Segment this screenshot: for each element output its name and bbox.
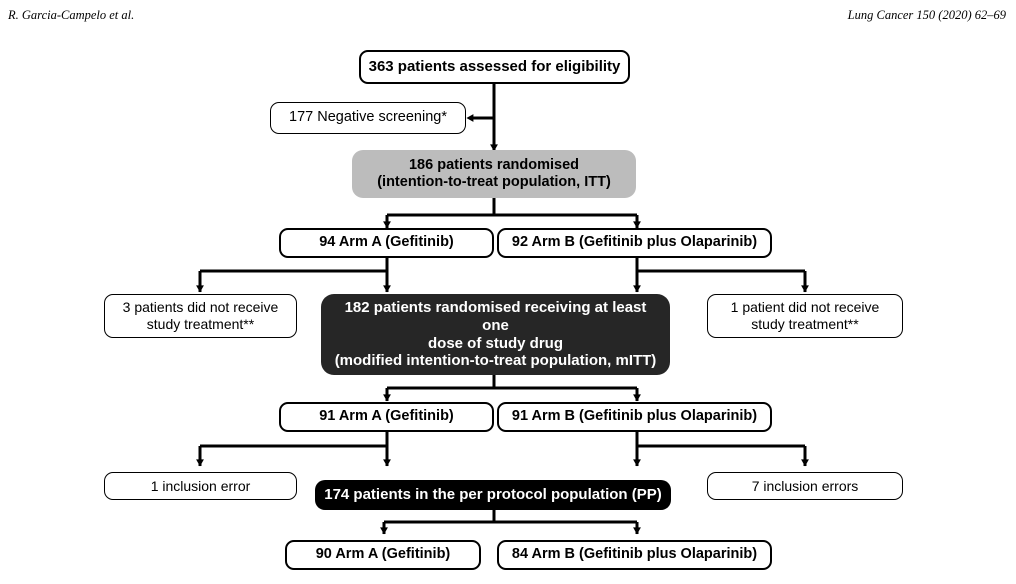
node-excl-right-1[interactable]: 1 patient did not receive study treatmen… xyxy=(707,294,903,338)
node-mitt-arm-b[interactable]: 91 Arm B (Gefitinib plus Olaparinib) xyxy=(497,402,772,432)
running-head-authors: R. Garcia-Campelo et al. xyxy=(8,8,135,22)
node-eligibility[interactable]: 363 patients assessed for eligibility xyxy=(359,50,630,84)
node-mitt-arm-a[interactable]: 91 Arm A (Gefitinib) xyxy=(279,402,494,432)
node-excl-left-2[interactable]: 1 inclusion error xyxy=(104,472,297,500)
node-itt-line2: (intention-to-treat population, ITT) xyxy=(377,174,611,190)
node-itt-line1: 186 patients randomised xyxy=(408,156,580,173)
node-eligibility-label: 363 patients assessed for eligibility xyxy=(368,58,621,76)
node-itt-arm-b[interactable]: 92 Arm B (Gefitinib plus Olaparinib) xyxy=(497,228,772,258)
node-excl-right-2-label: 7 inclusion errors xyxy=(751,477,859,494)
node-pp-arm-a[interactable]: 90 Arm A (Gefitinib) xyxy=(285,540,481,570)
node-mitt-line1: 182 patients randomised receiving at lea… xyxy=(344,299,647,334)
node-excl-left-1-line1: 3 patients did not receive xyxy=(122,299,279,316)
node-mitt-arm-b-label: 91 Arm B (Gefitinib plus Olaparinib) xyxy=(511,408,758,425)
node-excl-left-1[interactable]: 3 patients did not receive study treatme… xyxy=(104,294,297,338)
node-negative-screening[interactable]: 177 Negative screening* xyxy=(270,102,466,134)
node-excl-right-1-line2: study treatment** xyxy=(751,316,859,332)
node-itt-arm-a[interactable]: 94 Arm A (Gefitinib) xyxy=(279,228,494,258)
node-mitt-line3: (modified intention-to-treat population,… xyxy=(334,352,657,370)
node-itt-arm-b-label: 92 Arm B (Gefitinib plus Olaparinib) xyxy=(511,234,758,251)
node-pp-arm-b-label: 84 Arm B (Gefitinib plus Olaparinib) xyxy=(511,546,758,563)
node-mitt-arm-a-label: 91 Arm A (Gefitinib) xyxy=(319,408,454,425)
node-pp-arm-a-label: 90 Arm A (Gefitinib) xyxy=(315,546,451,563)
node-pp-label: 174 patients in the per protocol populat… xyxy=(324,486,662,504)
node-pp[interactable]: 174 patients in the per protocol populat… xyxy=(315,480,671,510)
node-excl-left-2-label: 1 inclusion error xyxy=(150,477,251,494)
node-itt[interactable]: 186 patients randomised (intention-to-tr… xyxy=(352,150,636,198)
running-head-journal: Lung Cancer 150 (2020) 62–69 xyxy=(847,8,1006,22)
node-pp-arm-b[interactable]: 84 Arm B (Gefitinib plus Olaparinib) xyxy=(497,540,772,570)
running-head: R. Garcia-Campelo et al. Lung Cancer 150… xyxy=(0,8,1016,28)
node-excl-right-1-line1: 1 patient did not receive xyxy=(730,299,880,316)
node-excl-left-1-line2: study treatment** xyxy=(146,316,255,332)
node-mitt[interactable]: 182 patients randomised receiving at lea… xyxy=(321,294,670,375)
node-itt-arm-a-label: 94 Arm A (Gefitinib) xyxy=(319,234,454,251)
node-negative-screening-label: 177 Negative screening* xyxy=(289,109,447,126)
node-mitt-line2: dose of study drug xyxy=(428,334,563,352)
node-excl-right-2[interactable]: 7 inclusion errors xyxy=(707,472,903,500)
